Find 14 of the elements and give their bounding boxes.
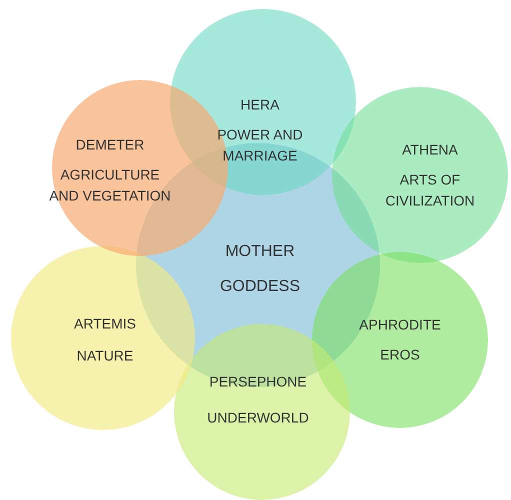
domain-label: ARTS OF CIVILIZATION (384, 170, 476, 210)
domain-label: NATURE (76, 347, 134, 366)
deity-name: PERSEPHONE (209, 372, 307, 392)
domain-label: AGRICULTURE AND VEGETATION (48, 166, 172, 206)
deity-name: MOTHER (225, 242, 295, 262)
deity-name: HERA (240, 96, 280, 115)
deity-name: ATHENA (402, 140, 458, 160)
deity-name: ARTEMIS (74, 314, 136, 334)
deity-name: APHRODITE (359, 316, 441, 335)
domain-label: UNDERWORLD (207, 409, 309, 428)
domain-label: EROS (380, 346, 420, 365)
deity-name: DEMETER (76, 136, 144, 155)
domain-label: POWER AND MARRIAGE (216, 126, 304, 166)
domain-label: GODDESS (220, 277, 300, 297)
